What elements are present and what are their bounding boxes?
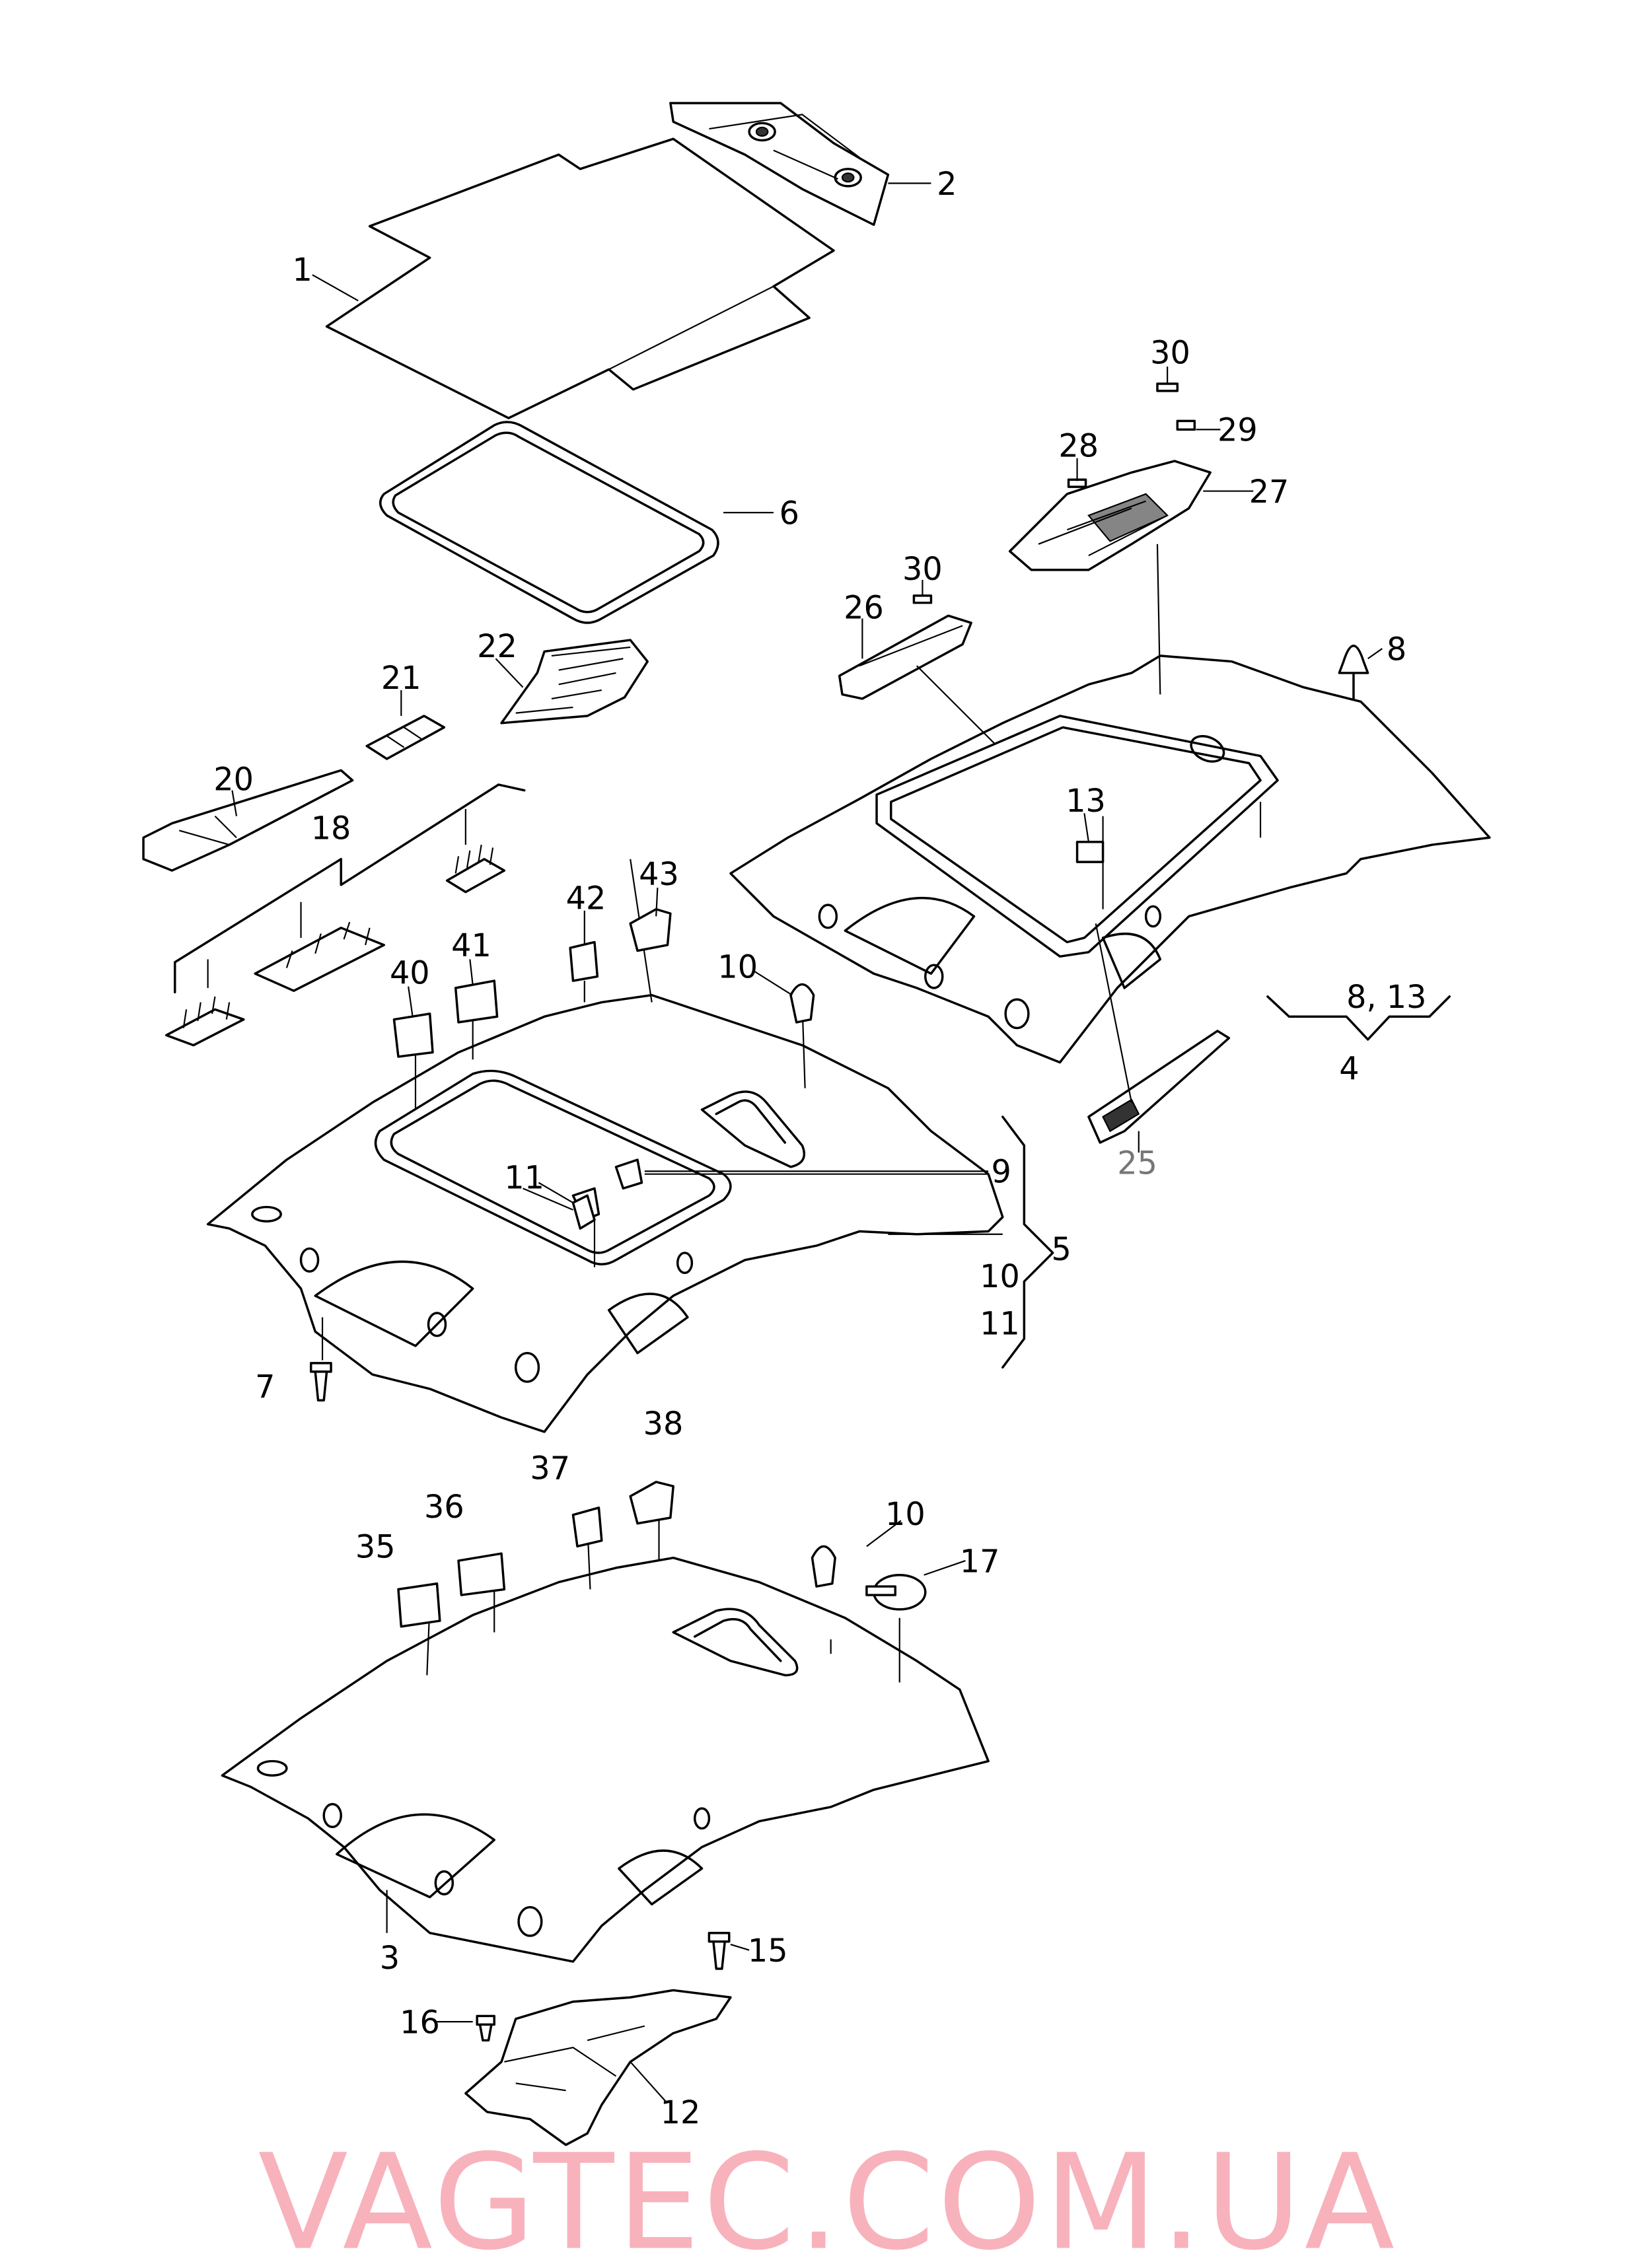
callout-11: 11 <box>980 1306 1020 1343</box>
callout-21: 21 <box>381 660 421 697</box>
callout-labels: 1 2 6 30 29 28 27 30 26 8 22 21 20 18 13… <box>213 166 1426 2131</box>
callout-3: 3 <box>380 1940 400 1977</box>
callout-37: 37 <box>530 1450 570 1487</box>
callout-41: 41 <box>451 928 491 964</box>
callout-30: 30 <box>902 551 943 588</box>
callout-8-13: 8, 13 <box>1346 979 1426 1016</box>
callout-27: 27 <box>1249 474 1289 511</box>
callout-42: 42 <box>566 881 606 917</box>
clips-40-43 <box>392 907 815 1058</box>
part-20-rail <box>142 769 354 872</box>
part-21-pad <box>365 715 446 760</box>
callout-16: 16 <box>400 2004 440 2041</box>
callout-7: 7 <box>255 1369 275 1405</box>
clips-35-38-10-17 <box>397 1481 927 1628</box>
callout-26: 26 <box>844 590 884 627</box>
callout-29: 29 <box>1217 413 1258 449</box>
callout-10: 10 <box>885 1497 925 1533</box>
part-25-rail <box>1087 923 1231 1153</box>
callout-13: 13 <box>1066 783 1106 820</box>
callout-2: 2 <box>937 166 957 203</box>
callout-36: 36 <box>424 1489 464 1526</box>
callout-20: 20 <box>213 762 254 798</box>
callout-25: 25 <box>1117 1146 1157 1182</box>
part-11-clip <box>571 1194 596 1230</box>
part-22-clip-panel <box>500 639 649 725</box>
callout-6: 6 <box>780 495 799 532</box>
callout-18: 18 <box>311 810 351 847</box>
callout-10: 10 <box>980 1259 1020 1295</box>
part-12-bracket <box>464 1931 732 2146</box>
part-7-screw <box>309 1317 332 1401</box>
callout-5: 5 <box>1052 1232 1071 1268</box>
part-27-bracket-assembly <box>912 382 1212 604</box>
callout-12: 12 <box>661 2095 701 2131</box>
callout-15: 15 <box>748 1933 788 1969</box>
callout-22: 22 <box>477 629 517 665</box>
callout-40: 40 <box>390 955 430 991</box>
callout-9: 9 <box>991 1154 1011 1191</box>
part-18-pads <box>165 783 526 1047</box>
callout-38: 38 <box>643 1406 684 1442</box>
callout-4: 4 <box>1339 1051 1359 1088</box>
leader-lines <box>231 182 1451 2103</box>
callout-35: 35 <box>355 1530 396 1566</box>
part-6-seal-frame <box>379 421 719 624</box>
callout-30: 30 <box>1150 336 1190 372</box>
part-4-headliner <box>729 544 1491 1064</box>
callout-8: 8 <box>1387 631 1406 668</box>
part-1-insulation-mat <box>325 137 835 419</box>
callout-1: 1 <box>293 252 312 289</box>
watermark: VAGTEC.COM.UA <box>258 2127 1398 2268</box>
part-3-headliner <box>221 1503 990 1963</box>
callout-43: 43 <box>639 857 679 893</box>
callout-28: 28 <box>1058 429 1099 465</box>
part-26-guide <box>838 614 972 700</box>
callout-11: 11 <box>504 1160 544 1196</box>
part-5-headliner <box>206 859 1004 1433</box>
callout-10: 10 <box>717 950 758 986</box>
callout-17: 17 <box>960 1543 1000 1580</box>
part-2-bracket <box>669 102 890 227</box>
